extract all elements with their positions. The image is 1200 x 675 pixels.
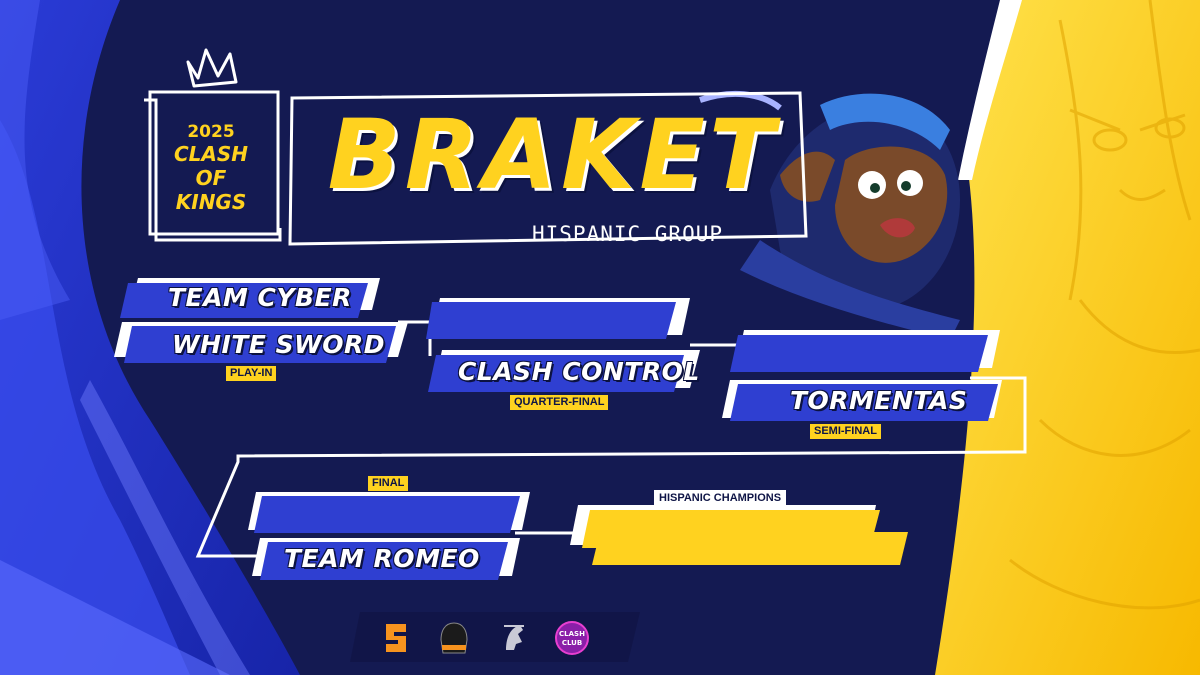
sponsor-s-logo-icon xyxy=(386,624,406,652)
sponsor-horse-logo-icon xyxy=(504,625,524,650)
crown-icon xyxy=(186,48,240,88)
play-in-label: PLAY-IN xyxy=(226,366,277,381)
clash-club-logo-text-top: CLASH xyxy=(559,630,585,638)
logo-word-of: OF xyxy=(195,166,227,190)
final-team-2: TEAM ROMEO xyxy=(284,544,480,573)
logo-year: 2025 xyxy=(187,122,235,142)
quarter-final-team-2: CLASH CONTROL xyxy=(458,357,700,386)
clash-club-logo-text-bottom: CLUB xyxy=(562,639,582,647)
sponsor-hooded-player-logo-icon xyxy=(440,622,468,654)
logo-word-kings: KINGS xyxy=(175,190,247,214)
page-subtitle: HISPANIC GROUP xyxy=(532,222,724,246)
quarter-final-label: QUARTER-FINAL xyxy=(510,395,609,410)
final-label: FINAL xyxy=(368,476,409,491)
clash-club-logo-icon: CLASH CLUB xyxy=(555,621,589,655)
play-in-team-2: WHITE SWORD xyxy=(172,330,385,359)
page-title: BRAKET xyxy=(327,99,779,211)
mascot-character xyxy=(699,90,960,340)
logo-word-clash: CLASH xyxy=(173,142,249,166)
play-in-team-1: TEAM CYBER xyxy=(168,283,352,312)
semi-final-label: SEMI-FINAL xyxy=(810,424,881,439)
champion-label: HISPANIC CHAMPIONS xyxy=(654,490,787,506)
semi-final-team-2: TORMENTAS xyxy=(790,386,968,415)
